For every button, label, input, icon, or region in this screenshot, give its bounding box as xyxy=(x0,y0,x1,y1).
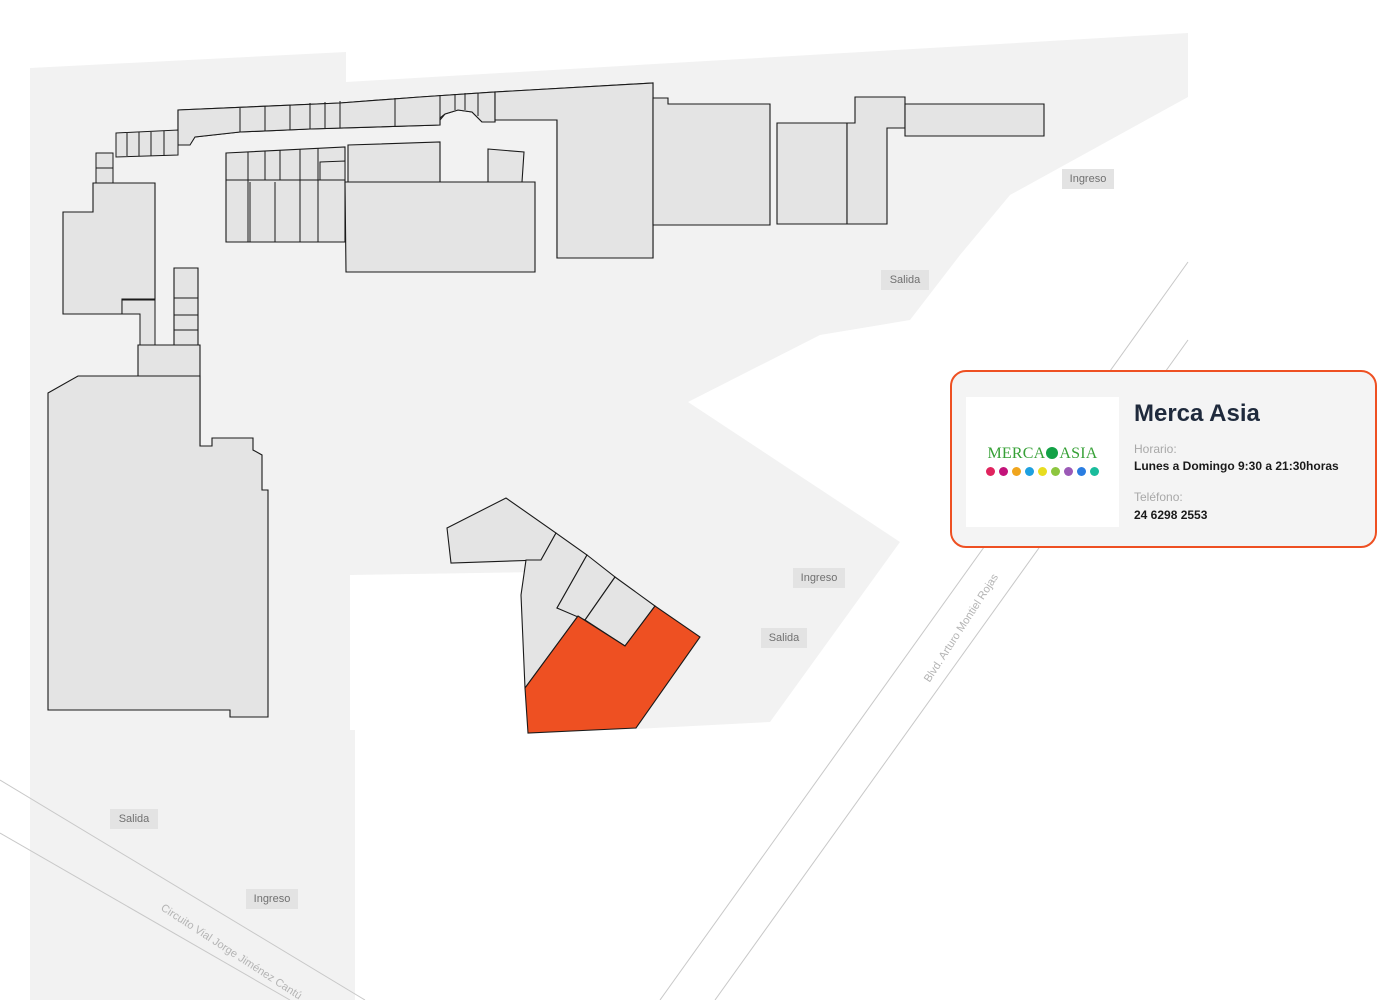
label-salida-top: Salida xyxy=(881,270,929,290)
label-ingreso-mid: Ingreso xyxy=(793,568,845,588)
store-block-central-top[interactable] xyxy=(494,82,654,259)
category-icon xyxy=(999,467,1008,476)
category-icon xyxy=(1025,467,1034,476)
highlighted-store-merca-asia[interactable] xyxy=(524,605,701,734)
store-block-middle-small[interactable] xyxy=(487,148,525,183)
category-icon xyxy=(1051,467,1060,476)
top-row-dividers xyxy=(239,93,479,132)
store-block-middle-top[interactable] xyxy=(347,141,441,183)
store-block-large-middle[interactable] xyxy=(344,181,536,273)
road-line-circuito-south xyxy=(0,832,291,1000)
label-ingreso-top: Ingreso xyxy=(1062,169,1114,189)
store-block-top-left-row[interactable] xyxy=(115,129,179,158)
label-salida-bottom: Salida xyxy=(110,809,158,829)
store-block-anchor-west[interactable] xyxy=(47,375,269,718)
store-block-west-tiny-1[interactable] xyxy=(95,152,114,169)
category-icon xyxy=(1077,467,1086,476)
road-line-circuito-north xyxy=(0,779,366,1000)
phone-value: 24 6298 2553 xyxy=(1134,508,1208,522)
store-name: Merca Asia xyxy=(1134,400,1260,427)
store-block-north-east-1[interactable] xyxy=(776,122,848,225)
label-salida-mid: Salida xyxy=(761,628,807,648)
store-block-north-east-3[interactable] xyxy=(904,103,1045,137)
logo-dot-icon xyxy=(1046,447,1059,459)
logo-category-icons xyxy=(986,467,1099,476)
schedule-value: Lunes a Domingo 9:30 a 21:30horas xyxy=(1134,459,1339,473)
phone-label: Teléfono: xyxy=(1134,490,1183,504)
store-block-middle-stripe[interactable] xyxy=(319,160,346,181)
category-icon xyxy=(1012,467,1021,476)
category-icon xyxy=(1064,467,1073,476)
store-block-anchor-north[interactable] xyxy=(652,97,771,226)
store-block-top-row[interactable] xyxy=(177,91,496,146)
store-block-middle-cluster[interactable] xyxy=(225,146,346,243)
category-icon xyxy=(986,467,995,476)
label-ingreso-bottom: Ingreso xyxy=(246,889,298,909)
category-icon xyxy=(1038,467,1047,476)
top-left-dividers xyxy=(126,131,165,156)
category-icon xyxy=(1090,467,1099,476)
store-block-west-tiny-2[interactable] xyxy=(95,167,114,184)
schedule-label: Horario: xyxy=(1134,442,1177,456)
